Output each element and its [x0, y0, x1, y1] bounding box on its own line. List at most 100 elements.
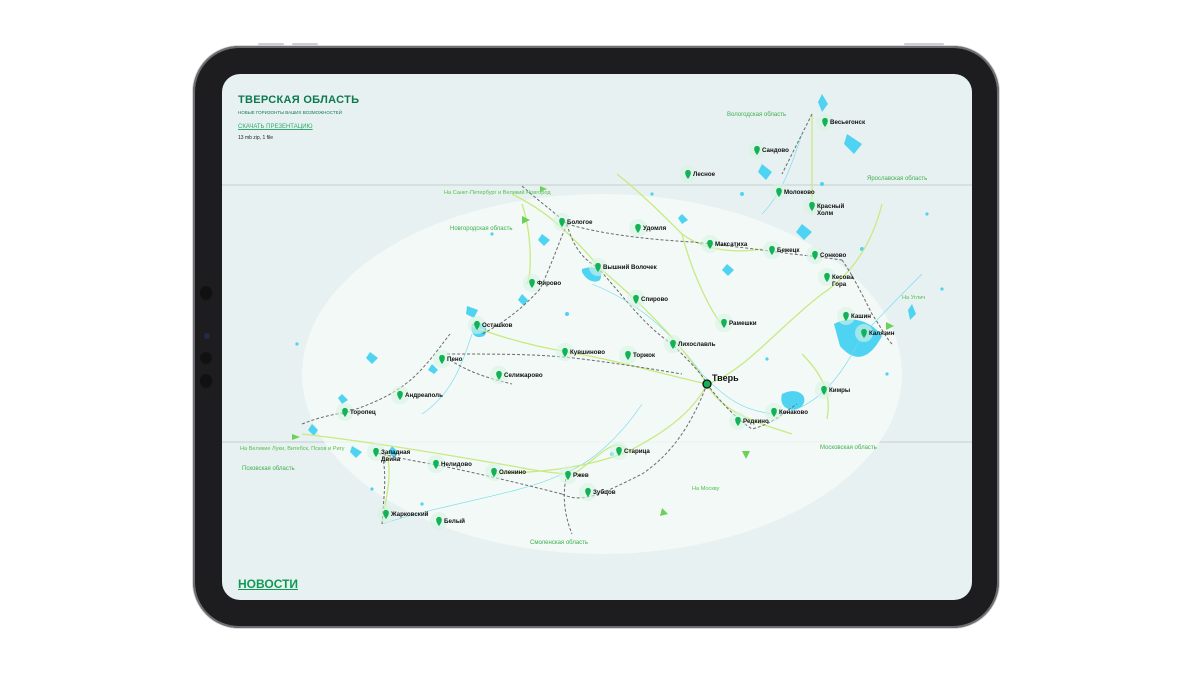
map-pin-icon — [812, 251, 818, 260]
city-label: Максатиха — [715, 241, 748, 248]
city-marker[interactable]: Весьегонск — [816, 113, 866, 131]
camera-icon — [204, 333, 210, 339]
city-label: Спирово — [641, 296, 668, 303]
direction-labels: На Санкт-Петербург и Великий Новгород На… — [240, 189, 925, 492]
city-marker[interactable]: Нелидово — [427, 455, 472, 473]
direction-label-west: На Великие Луки, Витебск, Псков и Ригу — [240, 446, 345, 452]
city-marker[interactable]: Андреаполь — [391, 386, 443, 404]
city-marker[interactable]: Молоково — [770, 183, 815, 201]
city-marker[interactable]: Осташков — [468, 316, 513, 334]
region-labels: Вологодская область Ярославская область … — [242, 112, 927, 546]
map-pin-icon — [342, 408, 348, 417]
map-pin-icon — [433, 460, 439, 469]
map-pin-icon — [491, 468, 497, 477]
region-label-novgorod: Новгородская область — [450, 226, 513, 232]
city-label: Калязин — [869, 330, 895, 337]
capital-marker[interactable]: Тверь — [702, 373, 739, 389]
map-pin-icon — [670, 340, 676, 349]
city-marker[interactable]: Торжок — [619, 346, 656, 364]
city-label: Нелидово — [441, 461, 472, 468]
map-pin-icon — [809, 202, 815, 211]
power-button — [904, 43, 944, 46]
city-label: Торжок — [633, 352, 656, 359]
map-pin-icon — [595, 263, 601, 272]
city-marker[interactable]: Конаково — [765, 403, 808, 421]
page-subtitle: НОВЫЕ ГОРИЗОНТЫ ВАШИХ ВОЗМОЖНОСТЕЙ — [238, 110, 342, 115]
map-pin-icon — [529, 279, 535, 288]
city-marker[interactable]: Лихославль — [664, 335, 716, 353]
city-marker[interactable]: Старица — [610, 442, 650, 460]
city-label: Пено — [447, 356, 463, 363]
city-marker[interactable]: Вышний Волочек — [589, 258, 658, 276]
city-marker[interactable]: Бежецк — [763, 241, 800, 259]
city-marker[interactable]: Зубцов — [579, 483, 616, 501]
city-label: Жарковский — [390, 511, 429, 518]
download-presentation-link[interactable]: СКАЧАТЬ ПРЕЗЕНТАЦИЮ — [238, 124, 313, 130]
direction-label-uglich: На Углич — [902, 295, 925, 301]
city-marker[interactable]: Калязин — [855, 324, 895, 342]
city-marker[interactable]: Ржев — [559, 466, 589, 484]
city-label: Кимры — [829, 387, 850, 394]
map-pin-icon — [625, 351, 631, 360]
city-marker[interactable]: Торопец — [336, 403, 376, 421]
city-marker[interactable]: Лесное — [679, 165, 716, 183]
city-label: Зубцов — [593, 489, 616, 496]
map-pin-icon — [397, 391, 403, 400]
map-pin-icon — [685, 170, 691, 179]
city-marker[interactable]: Рамешки — [715, 314, 757, 332]
city-label: Удомля — [643, 225, 667, 232]
city-label: Торопец — [350, 409, 376, 416]
city-label: Молоково — [784, 189, 815, 196]
city-marker[interactable]: Фирово — [523, 274, 561, 292]
city-label: Андреаполь — [405, 392, 443, 399]
city-label: Вышний Волочек — [603, 264, 658, 271]
map-pin-icon — [616, 447, 622, 456]
map-pin-icon — [754, 146, 760, 155]
file-size-text: 13 mb zip, 1 file — [238, 135, 274, 141]
volume-down-button — [292, 43, 318, 46]
city-marker[interactable]: Оленино — [485, 463, 526, 481]
city-label: Весьегонск — [830, 119, 866, 126]
city-label: Бежецк — [777, 247, 800, 254]
city-marker[interactable]: Сандово — [748, 141, 789, 159]
city-marker[interactable]: Максатиха — [701, 235, 748, 253]
map-pin-icon — [635, 224, 641, 233]
city-marker[interactable]: Редкино — [729, 412, 769, 430]
city-marker[interactable]: Кувшиново — [556, 343, 605, 361]
map-pin-icon — [562, 348, 568, 357]
city-marker[interactable]: Белый — [430, 512, 465, 530]
news-link[interactable]: НОВОСТИ — [238, 577, 299, 591]
direction-label-spb: На Санкт-Петербург и Великий Новгород — [444, 189, 551, 196]
city-marker[interactable]: Удомля — [629, 219, 667, 237]
city-marker[interactable]: Бологое — [553, 213, 593, 231]
city-marker[interactable]: Сонково — [806, 246, 847, 264]
city-label: Лесное — [693, 171, 716, 178]
map-pin-icon — [474, 321, 480, 330]
direction-arrows — [292, 186, 894, 516]
city-marker[interactable]: Кашин — [837, 307, 871, 325]
city-marker[interactable]: Кимры — [815, 381, 850, 399]
city-label: Осташков — [482, 322, 513, 329]
city-marker[interactable]: Пено — [433, 350, 463, 368]
city-label: Селижарово — [504, 372, 543, 379]
city-label: Лихославль — [678, 341, 716, 348]
map-pin-icon — [496, 371, 502, 380]
city-marker[interactable]: Спирово — [627, 290, 668, 308]
city-marker[interactable]: Селижарово — [490, 366, 543, 384]
region-label-vologda: Вологодская область — [727, 112, 786, 118]
map-glow — [302, 194, 902, 554]
map-pin-icon — [735, 417, 741, 426]
city-label: Фирово — [537, 280, 561, 287]
map-pin-icon — [707, 240, 713, 249]
city-label: Старица — [624, 448, 650, 455]
city-marker[interactable]: Жарковский — [377, 505, 429, 523]
region-label-moscow: Московская область — [820, 445, 877, 451]
map-pin-icon — [821, 386, 827, 395]
direction-label-moscow: На Москву — [692, 486, 720, 492]
